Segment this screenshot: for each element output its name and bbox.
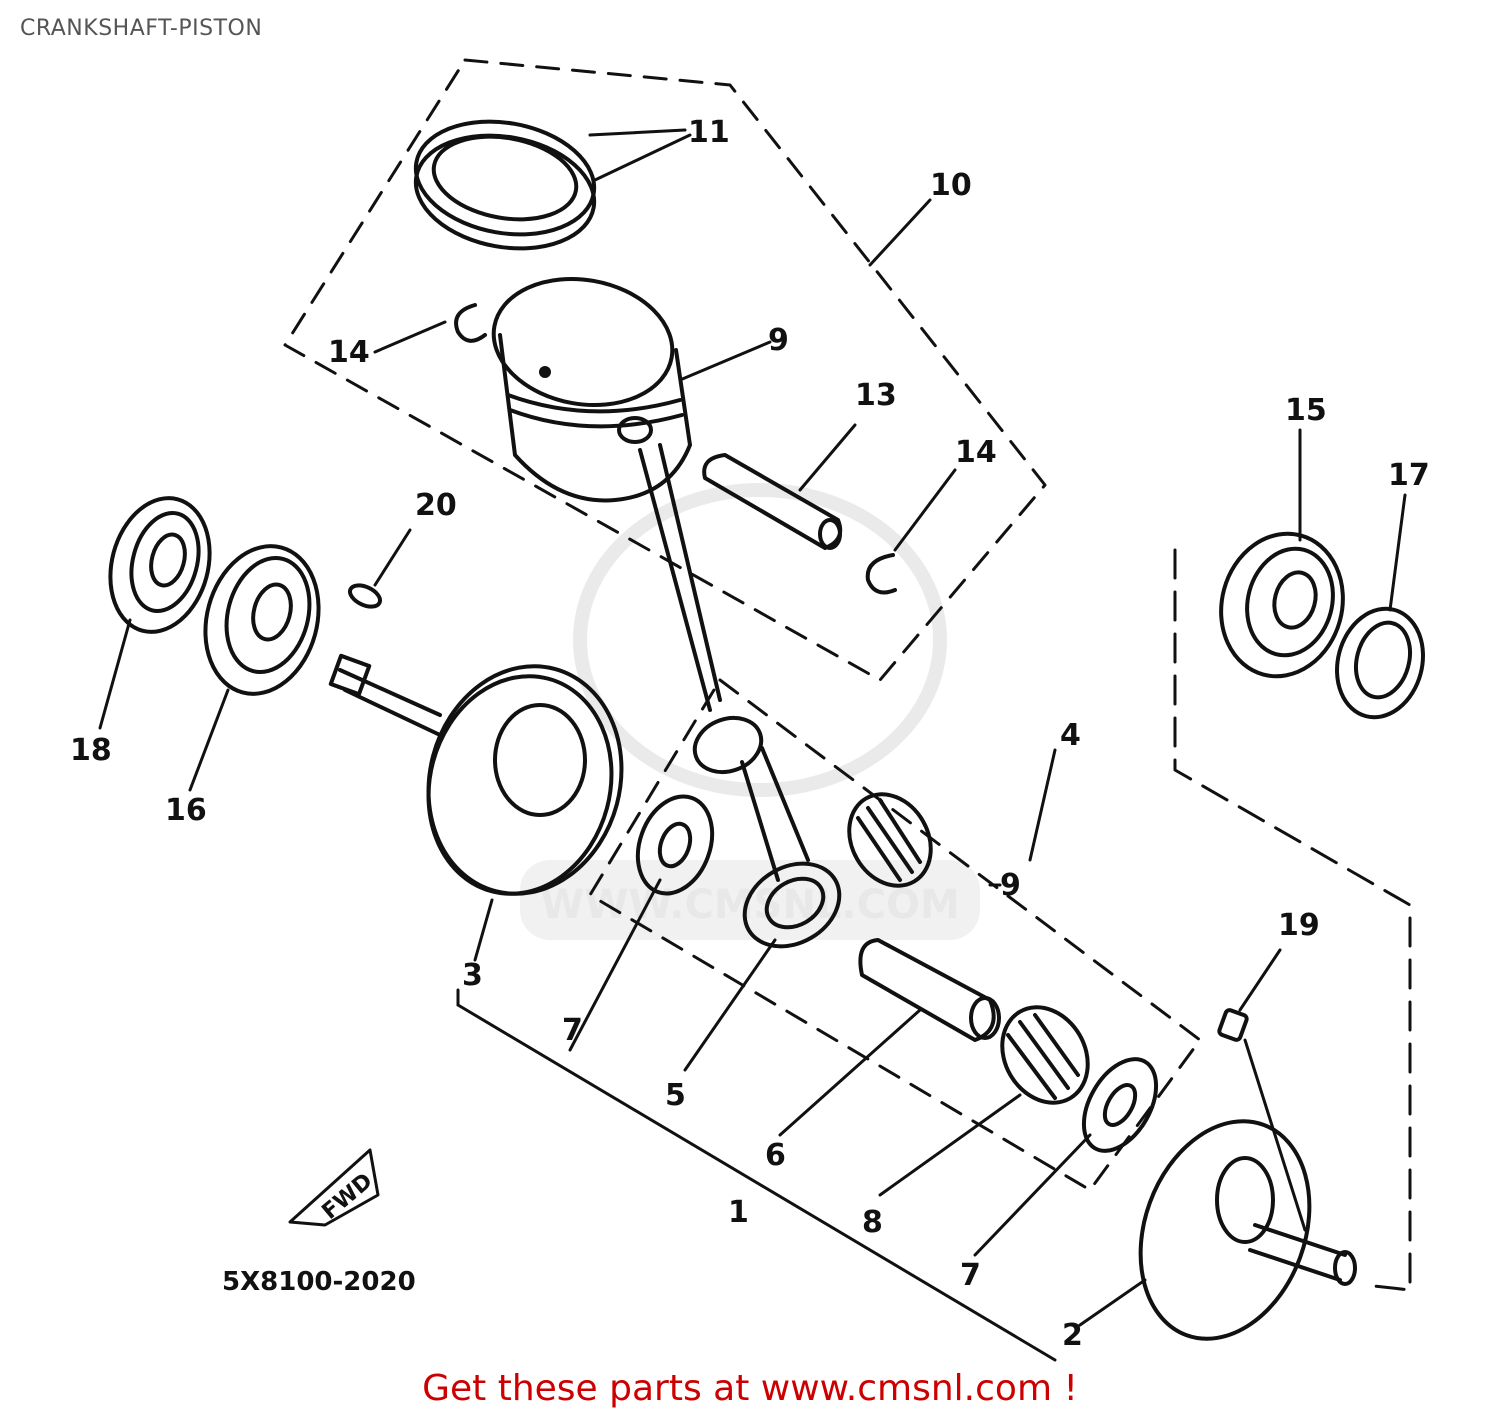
part-label-14-upper: 14 [328, 335, 370, 370]
part-label-13: 13 [855, 378, 897, 413]
right-bearing-outline [1173, 548, 1412, 1292]
crankshaft-group-line [456, 1003, 1057, 1362]
thrust-washer-left-part [635, 794, 715, 896]
part-label-11: 9 [768, 323, 789, 358]
piston-rings-part [413, 119, 597, 251]
needle-bearing-lower-part [1000, 1005, 1090, 1105]
part-label-7-right: 7 [960, 1258, 981, 1293]
part-label-19: 19 [1278, 908, 1320, 943]
part-label-6: 6 [765, 1138, 786, 1173]
oil-seal-17-part [1335, 606, 1425, 720]
crankshaft-right-part [1138, 1119, 1357, 1341]
piston-pin-part [702, 453, 843, 550]
part-label-9: 9 [1000, 868, 1021, 903]
thrust-washer-right-part [1081, 1057, 1159, 1153]
reference-code: 5X8100-2020 [222, 1267, 416, 1297]
part-label-7-left: 7 [562, 1013, 583, 1048]
part-label-16: 16 [165, 793, 207, 828]
circlip-upper-part [454, 303, 487, 343]
part-label-8: 8 [862, 1205, 883, 1240]
connecting-rod-part [638, 443, 842, 949]
part-label-5: 5 [665, 1078, 686, 1113]
part-label-2: 2 [1062, 1318, 1083, 1353]
page-title: CRANKSHAFT-PISTON [20, 16, 263, 41]
part-label-17: 17 [1388, 458, 1430, 493]
bearing-16-part [203, 544, 321, 696]
crank-pin-part [858, 938, 1001, 1042]
forward-label: FWD [317, 1169, 377, 1225]
woodruff-key-right-part [1217, 1008, 1249, 1042]
part-label-4: 4 [1060, 718, 1081, 753]
part-label-10: 10 [930, 168, 972, 203]
leader-lines [98, 128, 1407, 1327]
part-label-18: 18 [70, 733, 112, 768]
crankshaft-left-part [328, 653, 624, 896]
part-label-15: 15 [1285, 393, 1327, 428]
part-labels: 11 10 9 13 14 14 15 17 20 18 16 4 9 19 3… [70, 115, 1430, 1353]
part-label-12: 11 [688, 115, 730, 150]
needle-bearing-upper-part [847, 792, 933, 888]
watermark-text: WWW.CMSNL.COM [540, 882, 960, 928]
part-label-14-lower: 14 [955, 435, 997, 470]
forward-arrow-icon [288, 1148, 380, 1227]
part-label-20: 20 [415, 488, 457, 523]
part-label-3: 3 [462, 958, 483, 993]
woodruff-key-left-part [348, 583, 382, 609]
footer-link-text[interactable]: Get these parts at www.cmsnl.com ! [422, 1368, 1078, 1409]
part-label-1: 1 [728, 1195, 749, 1230]
circlip-lower-part [865, 553, 897, 595]
oil-seal-18-part [108, 496, 212, 634]
piston-part [491, 276, 692, 503]
piston-group-outline [283, 58, 1047, 682]
crank-assembly-outline [588, 678, 1202, 1192]
